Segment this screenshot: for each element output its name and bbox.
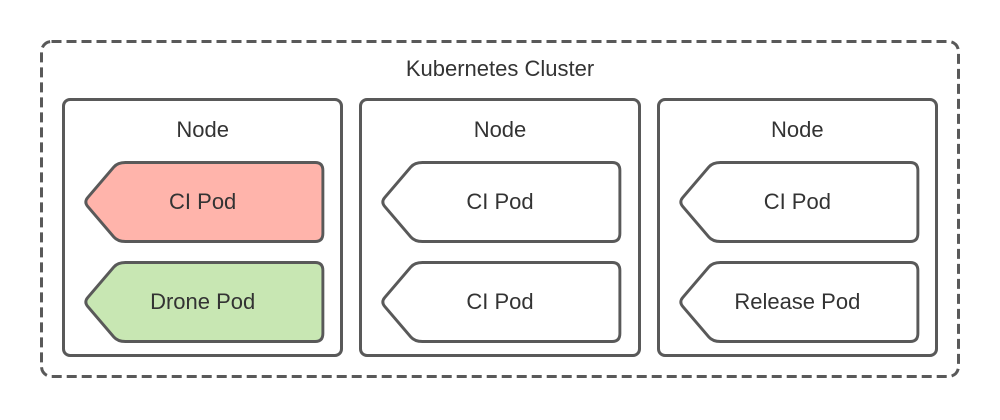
pod-arrow-shape (679, 261, 919, 343)
pod-label: CI Pod (466, 289, 534, 314)
node-label: Node (176, 117, 229, 142)
node-box-2: Node CI Pod CI Pod (359, 98, 641, 357)
node-box-1: Node CI Pod Drone Pod (62, 98, 344, 357)
pod-list: CI Pod Drone Pod (81, 161, 325, 343)
pod-drone-node1: Drone Pod (81, 261, 325, 343)
pod-arrow-shape (84, 161, 325, 243)
cluster-title: Kubernetes Cluster (405, 56, 595, 81)
pod-arrow-shape (84, 261, 325, 343)
pod-ci-1-node2: CI Pod (378, 161, 622, 243)
pod-list: CI Pod CI Pod (378, 161, 622, 343)
pod-release-node3: Release Pod (676, 261, 919, 343)
pod-arrow-outline (381, 261, 622, 343)
pod-label: Release Pod (734, 289, 861, 314)
cluster-dashed-border (40, 40, 960, 378)
pod-list: CI Pod Release Pod (676, 161, 919, 343)
node-label: Node (771, 117, 824, 142)
pod-arrow-shape (381, 261, 622, 343)
cluster-boundary-rect (40, 40, 960, 378)
pod-arrow-outline (679, 261, 919, 343)
pod-label: CI Pod (763, 189, 831, 214)
pod-ci-node1: CI Pod (81, 161, 325, 243)
pod-arrow-outline (84, 261, 325, 343)
nodes-row: Node CI Pod Drone Pod Node (62, 98, 938, 357)
pod-label: CI Pod (169, 189, 237, 214)
pod-arrow-shape (381, 161, 622, 243)
pod-label: CI Pod (466, 189, 534, 214)
pod-arrow-shape (679, 161, 919, 243)
pod-arrow-outline (84, 161, 325, 243)
node-label: Node (473, 117, 527, 142)
node-box-3: Node CI Pod Release Pod (656, 98, 938, 357)
pod-ci-2-node2: CI Pod (378, 261, 622, 343)
kubernetes-cluster-group: Kubernetes Cluster Node CI Pod Drone Pod (40, 40, 960, 378)
pod-ci-node3: CI Pod (676, 161, 919, 243)
pod-arrow-outline (679, 161, 919, 243)
pod-label: Drone Pod (150, 289, 256, 314)
pod-arrow-outline (381, 161, 622, 243)
